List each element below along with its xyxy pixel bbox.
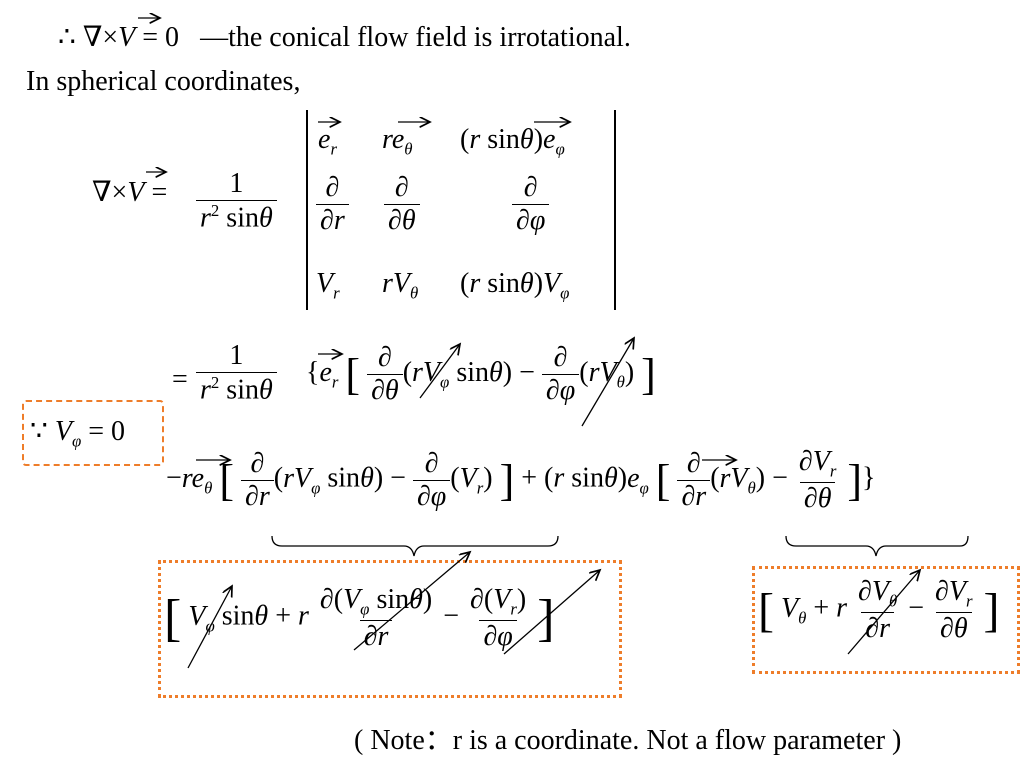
det-r2c3: ∂∂φ [512,172,550,237]
expansion-term-etheta-ephi: −reθ [ ∂∂r(rVφ sinθ) − ∂∂φ(Vr) ] + (r si… [166,446,876,514]
left-box-expression: [ Vφ sinθ + r ∂(Vφ sinθ)∂r − ∂(Vr)∂φ ] [164,584,555,652]
underbrace-right [785,535,969,557]
curl-zero-line: ∴ ∇×V = 0 —the conical flow field is irr… [58,22,631,53]
condition-v-phi-zero: ∵ Vφ = 0 [30,416,126,451]
spherical-intro: In spherical coordinates, [26,66,301,97]
det-r3c3: (r sinθ)Vφ [460,268,570,303]
note: ( Note：r is a coordinate. Not a flow par… [354,725,902,756]
det-r2c1: ∂∂r [316,172,349,237]
irrotational-statement: the conical flow field is irrotational. [228,22,631,53]
right-expansion-box [752,566,1020,674]
curl-lhs: ∇×V = [92,177,168,208]
det-r3c2: rVθ [382,268,419,303]
underbrace-left [271,535,559,557]
det-r1c3: (r sinθ)eφ [460,124,565,159]
curl-zero-expression: ∴ ∇×V = 0 [58,22,180,53]
condition-box [22,400,164,466]
det-r1c1: er [318,124,337,159]
det-r2c2: ∂∂θ [384,172,420,237]
expansion-eq: = [172,364,188,395]
curl-determinant [306,110,616,310]
det-r1c2: reθ [382,124,413,159]
right-box-expression: [ Vθ + r ∂Vθ∂r − ∂Vr∂θ ] [758,576,1000,644]
det-r3c1: Vr [316,268,340,303]
expansion-term-er: {er [ ∂∂θ(rVφ sinθ) − ∂∂φ(rVθ) ] [306,342,656,406]
